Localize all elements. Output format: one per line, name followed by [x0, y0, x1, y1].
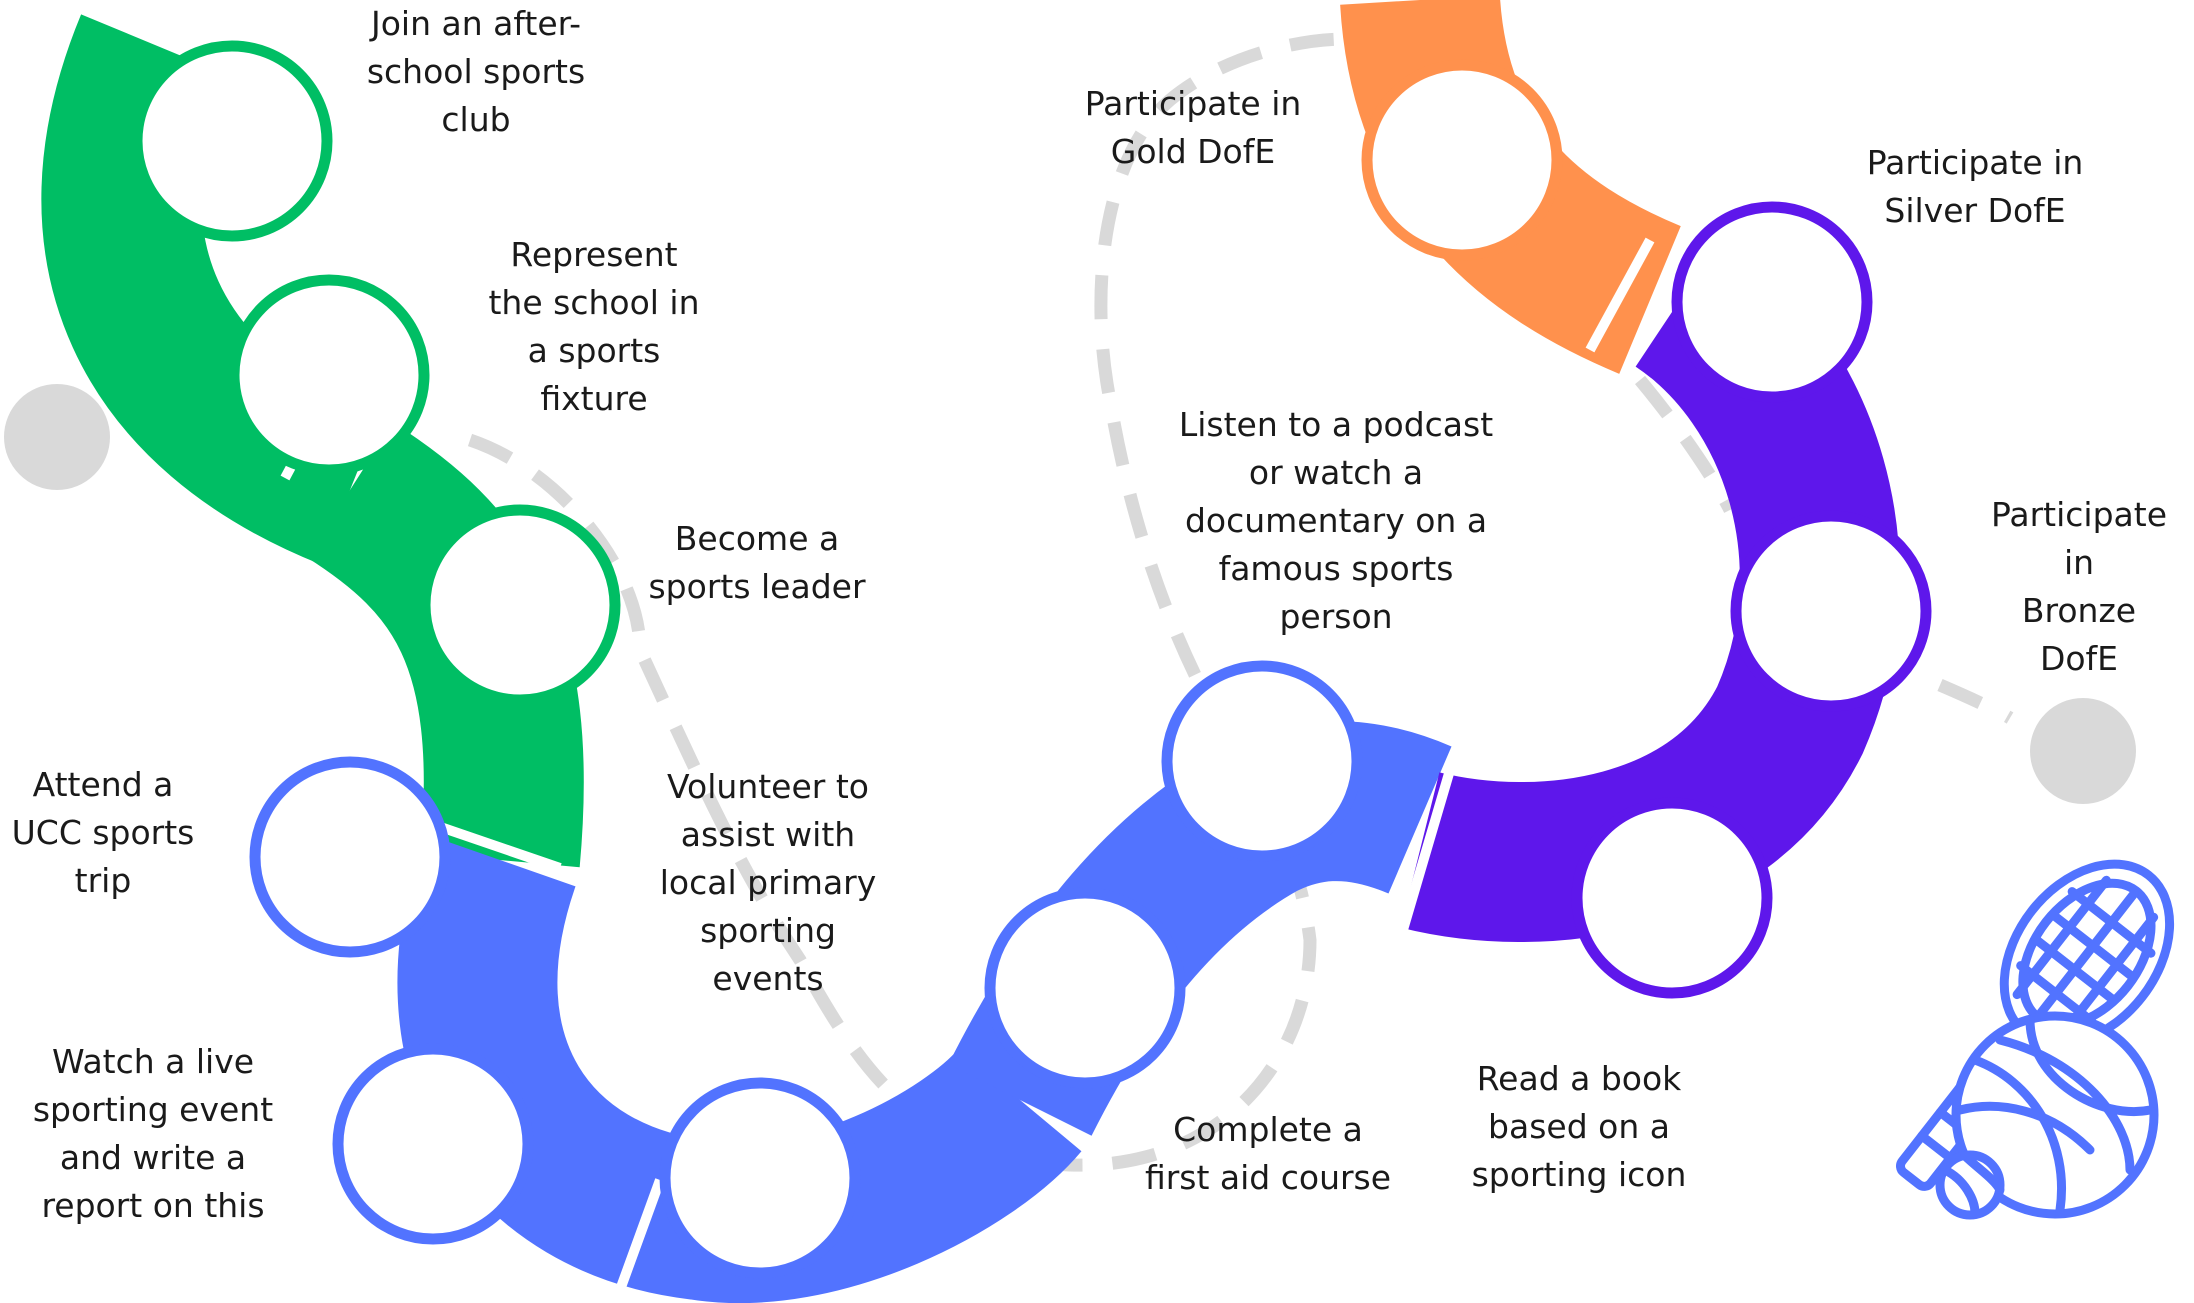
step-circle-5	[332, 1043, 534, 1245]
step-circle-1	[131, 40, 333, 242]
step-label-7: Complete a first aid course	[1144, 1110, 1392, 1197]
step-circle-6	[659, 1077, 861, 1279]
step-label-5: Watch a live sporting event and write a …	[32, 1042, 274, 1225]
step-label-1: Join an after- school sports club	[366, 4, 586, 139]
start-dot	[4, 384, 110, 490]
step-circle-10	[1730, 510, 1932, 712]
step-circle-3	[419, 504, 621, 706]
step-label-4: Attend a UCC sports trip	[11, 765, 195, 900]
step-label-8: Listen to a podcast or watch a documenta…	[1178, 405, 1494, 636]
tennis-racket-and-volleyball-icon	[1896, 859, 2175, 1220]
step-label-11: Participate in Silver DofE	[1866, 143, 2084, 230]
step-circle-7	[984, 887, 1186, 1089]
step-circle-12	[1361, 59, 1563, 261]
step-circles	[131, 40, 1932, 1279]
step-circle-9	[1571, 797, 1773, 999]
step-circle-4	[249, 756, 451, 958]
step-label-12: Participate in Gold DofE	[1084, 84, 1302, 171]
step-circle-8	[1161, 660, 1363, 862]
step-circle-2	[228, 274, 430, 476]
step-label-6: Volunteer to assist with local primary s…	[659, 767, 877, 998]
step-circle-11	[1671, 201, 1873, 403]
end-dot	[2030, 698, 2136, 804]
step-label-10: Participate in Bronze DofE	[1990, 495, 2168, 678]
step-label-9: Read a book based on a sporting icon	[1471, 1059, 1687, 1194]
step-label-3: Become a sports leader	[648, 519, 866, 606]
step-label-2: Represent the school in a sports fixture	[488, 235, 700, 418]
